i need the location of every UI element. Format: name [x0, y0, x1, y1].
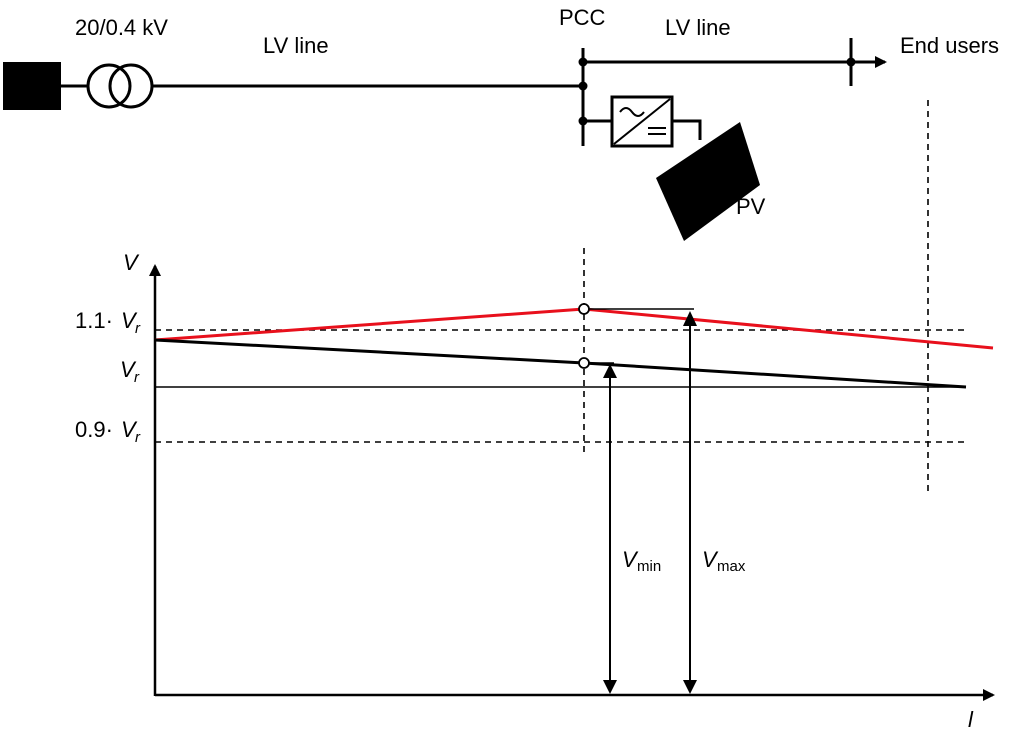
label-lower-limit: 0.9· V r	[75, 417, 141, 446]
lower-limit-symbol: V	[121, 417, 138, 442]
upper-limit-subscript: r	[135, 320, 141, 337]
single-line-network	[3, 38, 887, 241]
pcc-node	[578, 81, 588, 91]
vmax-arrow	[683, 311, 697, 694]
x-axis-label: l	[968, 707, 974, 732]
vmin-subscript: min	[637, 558, 661, 575]
lv-line-right-label: LV line	[665, 15, 731, 40]
end-users-label: End users	[900, 33, 999, 58]
vmin-arrow	[603, 364, 617, 694]
transformer-label: 20/0.4 kV	[75, 15, 168, 40]
upper-limit-symbol: V	[121, 308, 138, 333]
rated-voltage-symbol: V	[120, 357, 137, 382]
vmax-label: V max	[702, 547, 746, 575]
vmin-symbol: V	[622, 547, 639, 572]
voltage-plot	[149, 100, 995, 701]
lv-line-left-label: LV line	[263, 33, 329, 58]
pcc-voltage-point-without-pv	[578, 357, 590, 369]
pcc-label: PCC	[559, 5, 606, 30]
y-axis-label: V	[123, 250, 140, 275]
vmax-subscript: max	[717, 558, 746, 575]
pv-panel-icon	[656, 122, 760, 241]
pcc-voltage-point-with-pv	[578, 303, 590, 315]
label-upper-limit: 1.1· V r	[75, 308, 141, 337]
lower-limit-subscript: r	[135, 429, 141, 446]
vmax-symbol: V	[702, 547, 719, 572]
upper-limit-coefficient: 1.1·	[75, 308, 113, 333]
pv-feeder-line	[672, 119, 702, 140]
label-rated-voltage: V r	[120, 357, 140, 386]
vmin-label: V min	[622, 547, 661, 575]
voltage-profile-with-pv	[154, 307, 994, 350]
lower-limit-coefficient: 0.9·	[75, 417, 113, 442]
pv-label: PV	[736, 194, 766, 219]
inverter-icon	[610, 95, 674, 148]
rated-voltage-subscript: r	[134, 369, 140, 386]
grid-source-icon	[3, 62, 61, 110]
transformer-icon	[86, 63, 154, 109]
end-user-node	[846, 57, 856, 67]
voltage-profile-without-pv	[154, 338, 967, 389]
